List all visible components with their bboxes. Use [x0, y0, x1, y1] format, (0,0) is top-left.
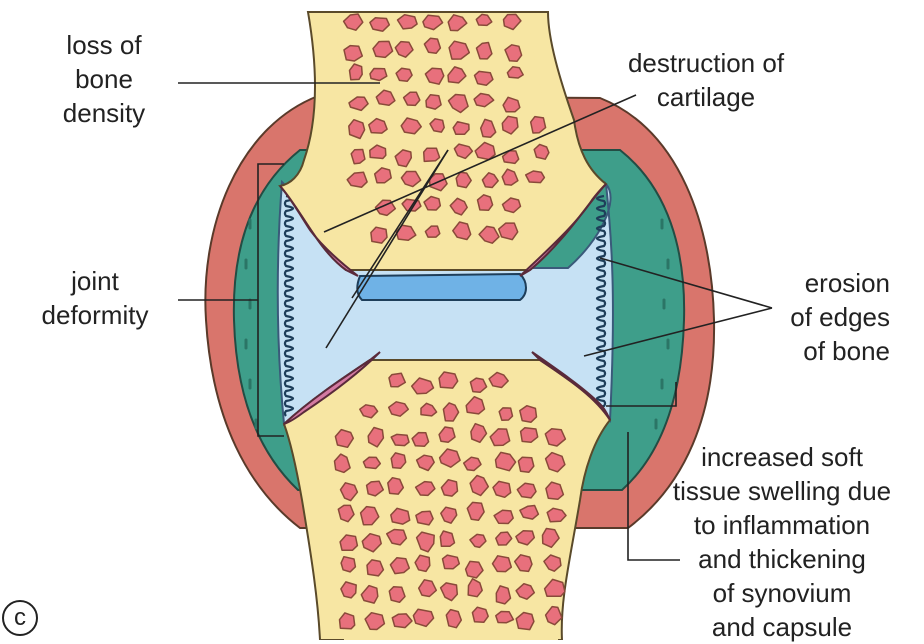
- marrow-cell: [478, 195, 493, 210]
- label-line: cartilage: [598, 80, 814, 114]
- label-line: and capsule: [640, 610, 924, 644]
- label-line: tissue swelling due: [640, 474, 924, 508]
- label-line: of bone: [760, 334, 890, 368]
- marrow-cell: [389, 373, 405, 386]
- label-line: bone: [30, 62, 178, 96]
- marrow-cell: [424, 148, 440, 161]
- marrow-cell: [493, 481, 511, 497]
- label-line: loss of: [30, 28, 178, 62]
- marrow-cell: [472, 607, 488, 622]
- label-line: density: [30, 96, 178, 130]
- marrow-cell: [453, 122, 469, 135]
- marrow-cell: [349, 120, 365, 139]
- marrow-cell: [520, 406, 537, 423]
- label-increased-soft-tissue-swelling: increased soft tissue swelling due to in…: [640, 440, 924, 644]
- label-loss-of-bone-density: loss of bone density: [30, 28, 178, 130]
- marrow-cell: [499, 408, 512, 420]
- label-erosion-of-edges-of-bone: erosion of edges of bone: [760, 266, 890, 368]
- label-line: joint: [18, 264, 172, 298]
- marrow-cell: [440, 531, 454, 546]
- label-line: deformity: [18, 298, 172, 332]
- label-line: destruction of: [598, 46, 814, 80]
- marrow-cell: [426, 95, 441, 109]
- label-line: to inflammation: [640, 508, 924, 542]
- panel-letter-badge: c: [2, 600, 38, 636]
- marrow-cell: [496, 586, 510, 604]
- marrow-cell: [341, 557, 355, 572]
- narrowed-joint-space: [357, 274, 526, 300]
- label-destruction-of-cartilage: destruction of cartilage: [598, 46, 814, 114]
- marrow-cell: [534, 144, 549, 159]
- marrow-cell: [496, 612, 514, 623]
- label-line: of edges: [760, 300, 890, 334]
- marrow-cell: [363, 457, 380, 468]
- marrow-cell: [439, 372, 458, 388]
- marrow-cell: [416, 511, 433, 525]
- marrow-cell: [396, 68, 412, 81]
- marrow-cell: [443, 555, 460, 569]
- marrow-cell: [493, 556, 512, 572]
- marrow-cell: [526, 171, 545, 183]
- label-joint-deformity: joint deformity: [18, 264, 172, 332]
- label-line: and thickening: [640, 542, 924, 576]
- label-line: erosion: [760, 266, 890, 300]
- label-line: of synovium: [640, 576, 924, 610]
- marrow-cell: [546, 482, 564, 499]
- label-line: increased soft: [640, 440, 924, 474]
- marrow-cell: [518, 457, 533, 472]
- marrow-cell: [371, 227, 387, 243]
- marrow-cell: [351, 150, 365, 164]
- marrow-cell: [389, 587, 405, 603]
- marrow-cell: [367, 560, 383, 576]
